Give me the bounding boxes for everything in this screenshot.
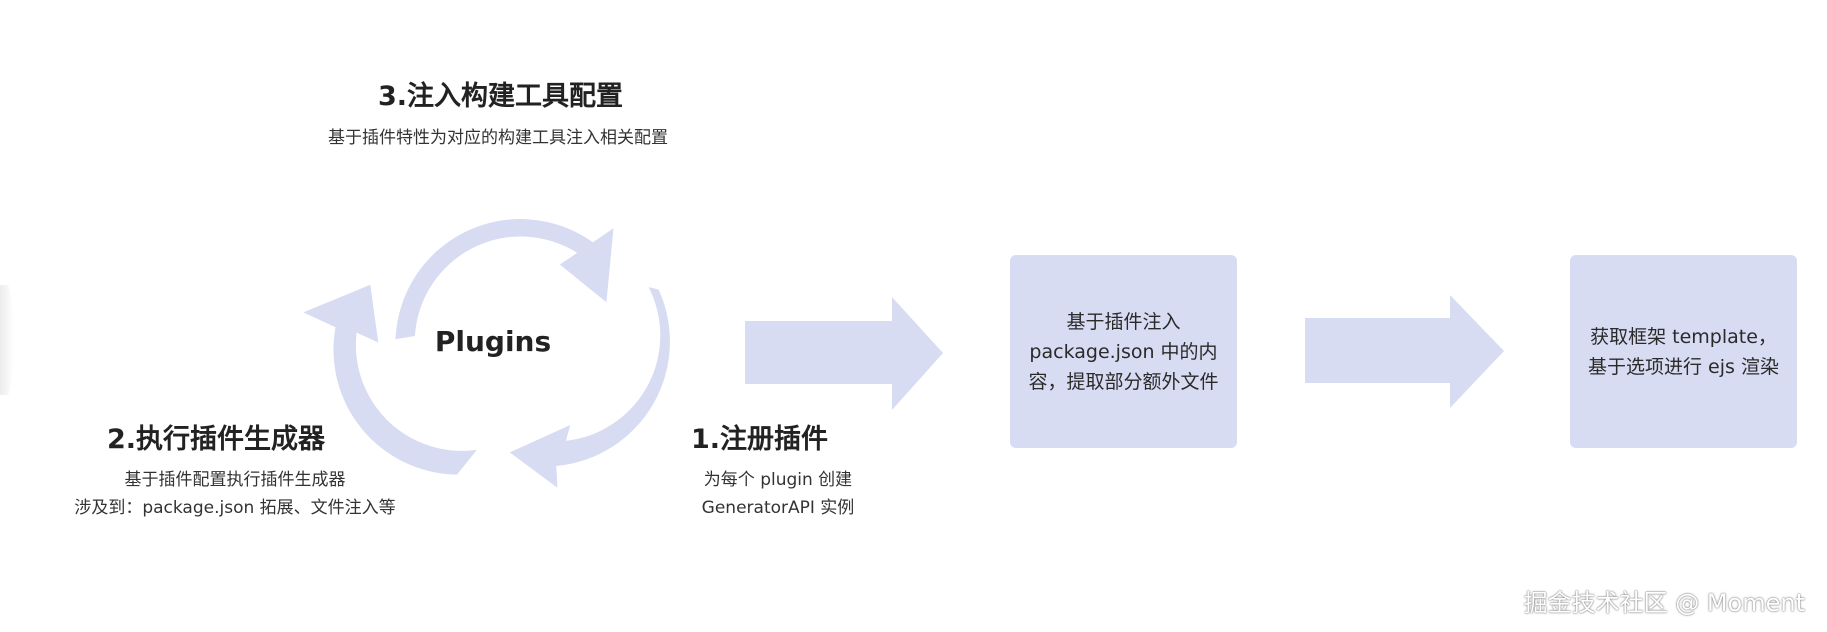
box-2-line: 获取框架 template， [1590,325,1777,348]
box-2-line: 基于选项进行 ejs 渲染 [1588,355,1779,378]
process-box-render-template: 获取框架 template， 基于选项进行 ejs 渲染 [1570,255,1797,448]
watermark: 掘金技术社区 @ Moment [1523,589,1805,617]
step-2-desc-line: 涉及到：package.json 拓展、文件注入等 [74,498,396,518]
step-3-desc: 基于插件特性为对应的构建工具注入相关配置 [288,124,708,152]
step-1-desc-line: 为每个 plugin 创建 [703,470,853,490]
step-1-desc: 为每个 plugin 创建 GeneratorAPI 实例 [663,466,893,522]
plugin-cycle: Plugins [303,219,670,488]
flow-arrow-2 [1305,295,1504,408]
box-1-line: package.json 中的内 [1029,340,1218,363]
box-1-line: 基于插件注入 [1066,310,1181,333]
process-box-inject-package: 基于插件注入 package.json 中的内 容，提取部分额外文件 [1010,255,1237,448]
step-2-desc: 基于插件配置执行插件生成器 涉及到：package.json 拓展、文件注入等 [55,466,415,522]
step-3-title: 3.注入构建工具配置 [378,81,624,112]
cycle-arrow-left [303,284,477,475]
step-1-desc-line: GeneratorAPI 实例 [701,498,855,518]
step-1-title: 1.注册插件 [691,424,829,455]
cycle-arrow-top [395,219,614,340]
box-1-line: 容，提取部分额外文件 [1028,370,1219,393]
cycle-arrow-right [509,287,670,488]
cycle-center-label: Plugins [435,325,551,358]
edge-shadow [0,285,14,395]
step-2-title: 2.执行插件生成器 [107,424,326,455]
step-2-desc-line: 基于插件配置执行插件生成器 [124,470,346,490]
flow-arrow-1 [745,297,943,410]
step-3-desc-line: 基于插件特性为对应的构建工具注入相关配置 [328,128,668,148]
